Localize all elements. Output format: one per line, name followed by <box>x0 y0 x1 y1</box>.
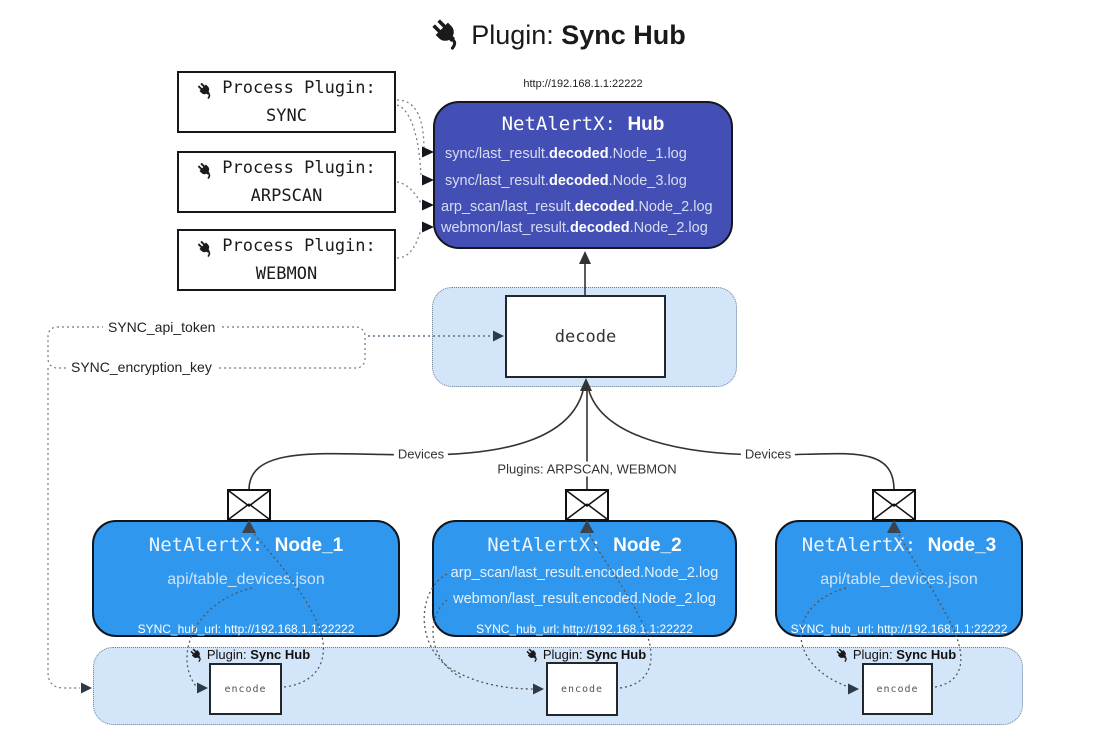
encode-box-1: encode <box>209 663 282 715</box>
hub-title-prefix: NetAlertX: <box>501 113 616 135</box>
plug-icon <box>190 648 204 665</box>
envelope-icon <box>565 489 609 521</box>
decode-box: decode <box>505 295 666 378</box>
node-2-hub-url: SYNC_hub_url: http://192.168.1.1:22222 <box>476 622 693 636</box>
node-1: NetAlertX: Node_1 api/table_devices.json… <box>92 520 400 637</box>
secrets-to-encoders-link <box>47 368 80 689</box>
plug-icon <box>197 240 214 262</box>
hub-url-label: http://192.168.1.1:22222 <box>523 78 643 90</box>
hub-log-line: sync/last_result.decoded.Node_1.log <box>445 146 687 162</box>
node-3-hub-url: SYNC_hub_url: http://192.168.1.1:22222 <box>790 622 1008 636</box>
process-plugin-sync: Process Plugin: SYNC <box>177 71 396 133</box>
hub-log-line: sync/last_result.decoded.Node_3.log <box>445 173 687 189</box>
process-plugin-arpscan: Process Plugin: ARPSCAN <box>177 151 396 213</box>
node-1-title: NetAlertX: Node_1 <box>148 534 344 556</box>
encode-box-3: encode <box>862 663 933 715</box>
plug-icon <box>197 82 214 104</box>
node-1-file: api/table_devices.json <box>167 571 325 588</box>
encode-box-2: encode <box>546 662 618 716</box>
title-prefix: Plugin: <box>471 20 554 50</box>
hub-node: NetAlertX: Hub sync/last_result.decoded.… <box>433 101 733 249</box>
hub-title-name: Hub <box>627 114 665 135</box>
envelope-icon <box>872 489 916 521</box>
node-2-file: webmon/last_result.encoded.Node_2.log <box>453 591 716 607</box>
sync-encryption-key-label: SYNC_encryption_key <box>66 359 217 375</box>
node-1-hub-url: SYNC_hub_url: http://192.168.1.1:22222 <box>137 622 355 636</box>
hub-log-line: arp_scan/last_result.decoded.Node_2.log <box>441 199 713 215</box>
hub-title: NetAlertX: Hub <box>435 113 731 136</box>
edge-label-plugins: Plugins: ARPSCAN, WEBMON <box>493 461 681 477</box>
node-2-file: arp_scan/last_result.encoded.Node_2.log <box>450 565 719 581</box>
edge-label-devices-right: Devices <box>740 446 796 462</box>
plug-icon <box>197 162 214 184</box>
title-name: Sync Hub <box>561 20 686 50</box>
hub-log-line: webmon/last_result.decoded.Node_2.log <box>441 220 708 236</box>
plug-icon <box>836 648 850 665</box>
plug-icon <box>431 18 463 57</box>
node-2-title: NetAlertX: Node_2 <box>487 534 682 556</box>
process-plugin-webmon: Process Plugin: WEBMON <box>177 229 396 291</box>
edge-label-devices-left: Devices <box>393 446 449 462</box>
process-to-hub-links <box>396 99 425 259</box>
plug-icon <box>526 648 540 665</box>
node-2: NetAlertX: Node_2 arp_scan/last_result.e… <box>432 520 737 637</box>
node-3: NetAlertX: Node_3 api/table_devices.json… <box>775 520 1023 637</box>
node-3-file: api/table_devices.json <box>820 571 978 588</box>
sync-api-token-label: SYNC_api_token <box>103 319 221 335</box>
envelope-icon <box>227 489 271 521</box>
page-title: Plugin: Sync Hub <box>0 18 1117 57</box>
node-3-title: NetAlertX: Node_3 <box>801 534 997 556</box>
